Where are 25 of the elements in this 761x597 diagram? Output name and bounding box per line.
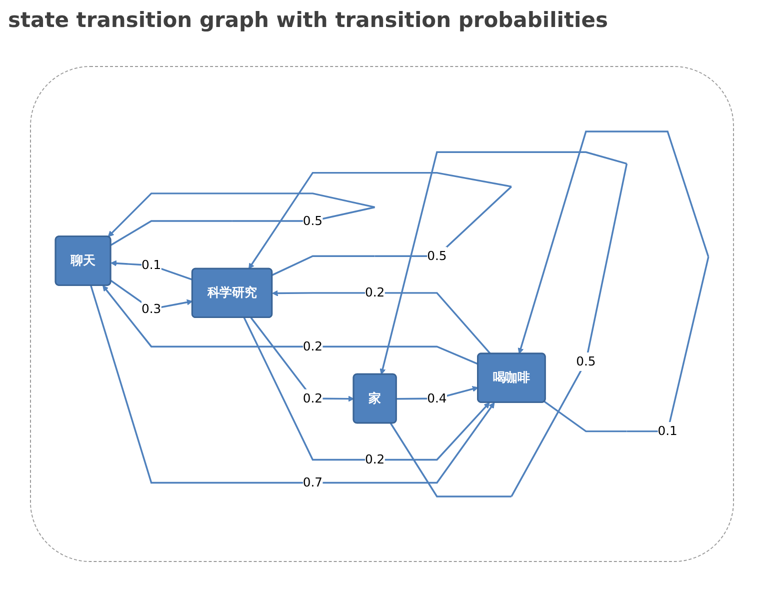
edge-label: 0.5: [576, 354, 596, 369]
edge-label: 0.1: [658, 424, 678, 438]
edge-label: 0.2: [364, 286, 385, 300]
edge-label: 0.2: [302, 339, 323, 354]
edge-label: 0.2: [364, 452, 385, 467]
arrow: [243, 317, 490, 461]
edge-label: 0.5: [302, 214, 323, 228]
edge-label: 0.7: [302, 475, 323, 490]
arrow: [110, 280, 193, 310]
arrow: [102, 285, 478, 365]
arrow: [248, 172, 512, 276]
arrow: [90, 285, 495, 484]
edge-label: 0.2: [302, 391, 323, 406]
arrow: [110, 260, 193, 280]
arrow: [396, 386, 478, 400]
diagram-title: state transition graph with transition probabilities: [8, 8, 608, 32]
edge-label: 0.1: [141, 258, 162, 273]
arrow: [518, 130, 710, 432]
arrow: [380, 151, 628, 498]
edge-label: 0.5: [427, 248, 447, 264]
edge-label: 0.4: [427, 391, 447, 406]
arrow: [250, 317, 354, 402]
edge-label: 0.3: [141, 302, 162, 316]
arrow: [272, 290, 491, 354]
arrow: [108, 192, 375, 246]
